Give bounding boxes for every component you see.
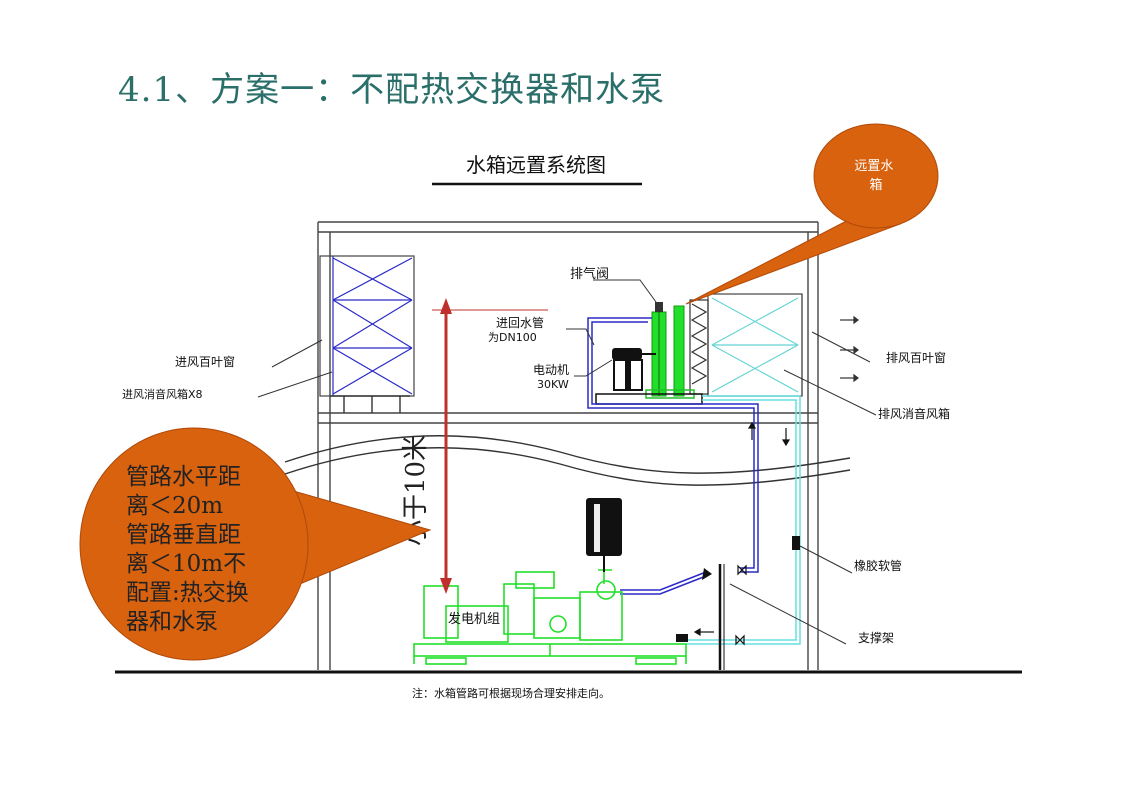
support-frame <box>718 564 725 670</box>
label-inlet-return-pipe-1: 进回水管 <box>496 315 544 330</box>
vertical-distance-arrow <box>432 298 548 594</box>
label-inlet-return-pipe-2: 为DN100 <box>488 331 537 344</box>
callout-piping-line: 管路垂直距 <box>126 522 241 548</box>
label-support-frame: 支撑架 <box>858 630 894 645</box>
leader-lines <box>257 279 877 645</box>
label-exhaust-louver: 排风百叶窗 <box>886 351 946 365</box>
remote-water-tank <box>645 305 695 399</box>
exhaust-louver-frame <box>689 299 709 395</box>
blue-pipe-upper <box>587 317 700 409</box>
diagram-heading: 水箱远置系统图 <box>466 153 606 177</box>
callout-piping-line: 离＜20m <box>126 493 223 519</box>
callout-piping-line: 离＜10m不 <box>126 551 246 577</box>
label-intake-louver: 进风百叶窗 <box>175 355 235 369</box>
tank-platform <box>595 393 703 405</box>
callout-piping-line: 器和水泵 <box>126 609 218 635</box>
label-intake-silencer: 进风消音风箱X8 <box>122 387 203 401</box>
exhaust-valve <box>655 302 663 312</box>
callout-remote-tank: 远置水 箱 <box>685 123 939 305</box>
label-exhaust-silencer: 排风消音风箱 <box>878 406 950 421</box>
engine-hose <box>620 568 712 642</box>
motor <box>612 348 656 391</box>
callout-piping-text: 管路水平距离＜20m 管路垂直距离＜10m不配置:热交换器和水泵 <box>126 464 249 635</box>
label-genset: 发电机组 <box>448 611 500 627</box>
muffler <box>586 498 622 572</box>
pipe-valves <box>735 564 747 646</box>
rubber-hose <box>792 536 800 550</box>
label-motor-1: 电动机 <box>533 363 569 377</box>
label-rubber-hose: 橡胶软管 <box>854 558 902 573</box>
diagram-note: 注：水箱管路可根据现场合理安排走向。 <box>412 686 610 700</box>
callout-piping-line: 配置:热交换 <box>126 580 249 606</box>
label-exhaust-valve: 排气阀 <box>570 266 609 282</box>
exhaust-louver-box <box>707 293 803 397</box>
callout-piping: 管路水平距离＜20m 管路垂直距离＜10m不配置:热交换器和水泵 <box>79 427 432 661</box>
building-frame <box>317 221 819 670</box>
exhaust-airflow-arrows <box>840 315 859 383</box>
label-motor-2: 30KW <box>537 378 569 391</box>
callout-piping-line: 管路水平距 <box>126 464 241 490</box>
intake-louver-box <box>319 255 415 397</box>
generator-set <box>413 569 687 665</box>
break-line <box>284 435 851 474</box>
intake-louver-stand <box>330 395 410 413</box>
callout-remote-tank-text: 远置水 箱 <box>854 159 897 193</box>
flow-arrows <box>693 421 791 637</box>
pipe-down <box>686 395 801 645</box>
slide-title: 4.1、方案一：不配热交换器和水泵 <box>118 70 666 110</box>
